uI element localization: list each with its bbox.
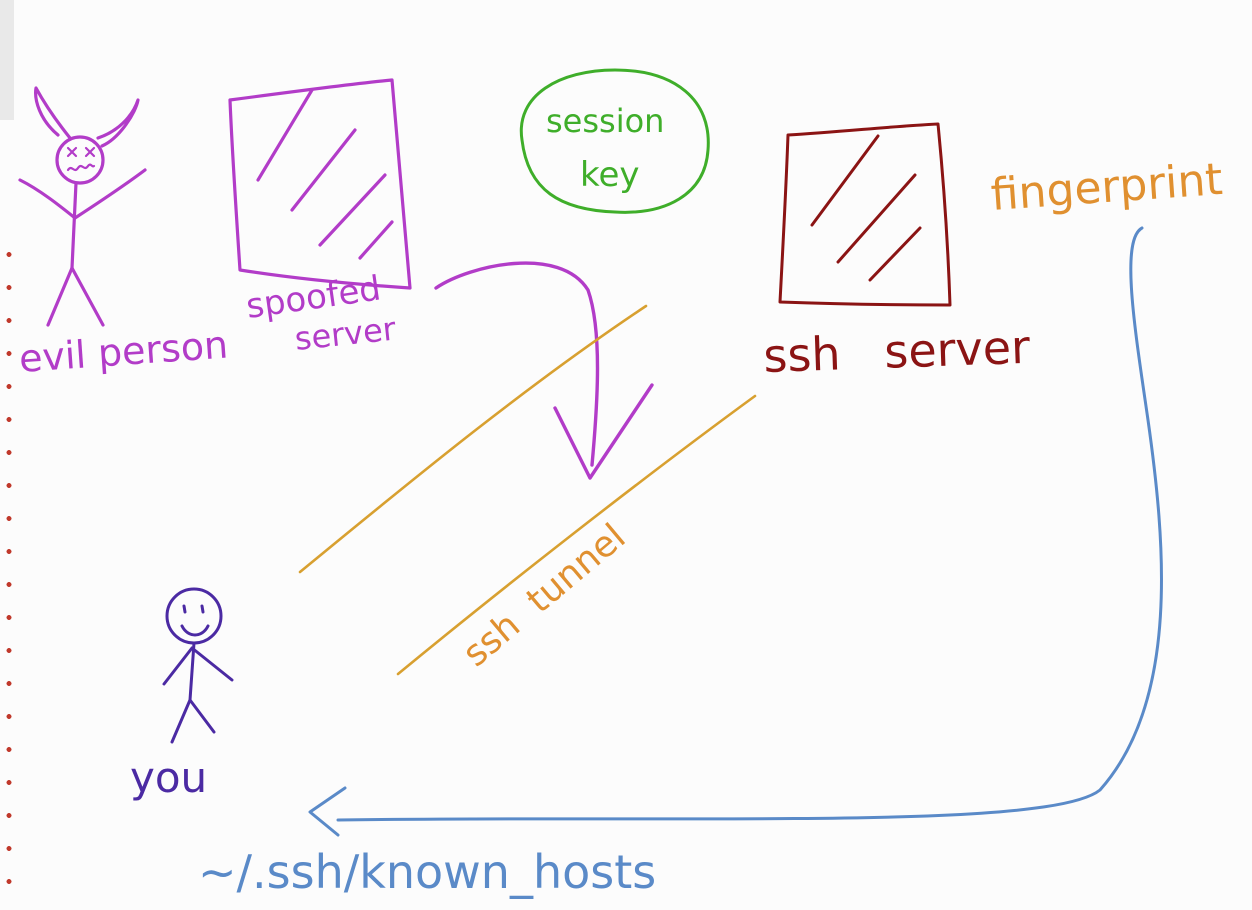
- you-label: you: [130, 753, 207, 802]
- you-eyes: [182, 604, 205, 614]
- you-legs: [170, 698, 216, 744]
- margin-dots: [4, 238, 14, 898]
- evil-head: [55, 135, 105, 185]
- session-key-ellipse: [519, 68, 710, 214]
- evil-person-figure: [18, 86, 147, 327]
- you-arms: [162, 646, 234, 686]
- ssh-tunnel-lines: [298, 304, 757, 676]
- you-figure: [162, 587, 234, 744]
- session-label: session: [546, 102, 664, 140]
- spoofed-server-box: [228, 78, 412, 290]
- fingerprint-arrow: [308, 226, 1163, 837]
- evil-body: [70, 181, 78, 270]
- right-horn: [96, 98, 140, 148]
- fingerprint-label: fingerprint: [989, 154, 1224, 221]
- ssh-server-label: ssh server: [762, 320, 1030, 383]
- evil-eyes: [66, 146, 96, 158]
- left-horn: [34, 86, 72, 140]
- ssh-server-box: [778, 122, 952, 307]
- evil-person-label: evil person: [18, 322, 230, 380]
- ssh-tunnel-label: ssh tunnel: [455, 516, 633, 675]
- evil-mouth: [66, 163, 96, 172]
- spoofed-arrow: [434, 261, 654, 480]
- evil-legs: [46, 266, 105, 327]
- key-label: key: [580, 155, 640, 195]
- you-smile: [180, 624, 210, 637]
- you-body: [188, 641, 196, 702]
- known-hosts-label: ~/.ssh/known_hosts: [198, 845, 656, 899]
- evil-arms: [18, 168, 147, 220]
- gray-margin-strip: [0, 0, 14, 120]
